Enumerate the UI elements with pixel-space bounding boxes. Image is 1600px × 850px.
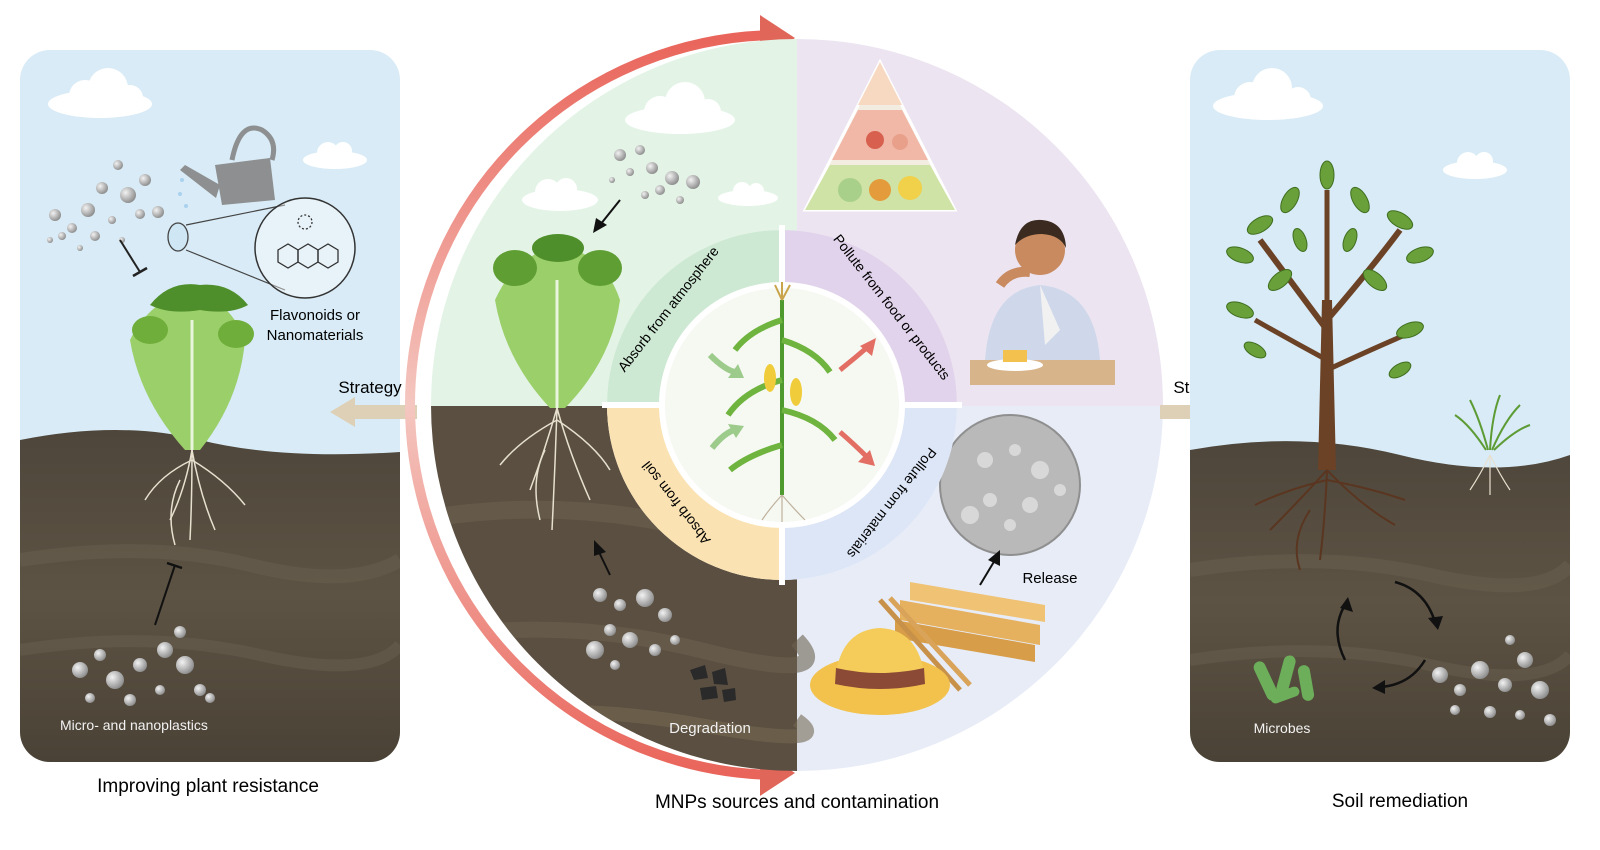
- soil-particles: [586, 588, 680, 670]
- right-panel: Microbes: [1190, 50, 1570, 762]
- airborne-particles: [609, 145, 700, 204]
- wood-planks-icon: [878, 582, 1045, 692]
- soil-particles: [1432, 635, 1556, 726]
- arrow-icon: [599, 199, 621, 226]
- roots-icon: [1254, 469, 1406, 571]
- left-panel: Flavonoids or Nanomaterials Micro- and n…: [20, 50, 400, 762]
- cloud-icon: [718, 182, 778, 206]
- soil-particles: [72, 626, 215, 706]
- grass-icon: [1454, 394, 1531, 451]
- food-pyramid-icon: [802, 58, 958, 212]
- lettuce-icon: [130, 284, 254, 450]
- cycle-arc: [405, 30, 781, 780]
- right-soil: [1190, 441, 1570, 762]
- cloud-icon: [48, 68, 152, 118]
- right-caption: Soil remediation: [1332, 791, 1468, 812]
- cloud-icon: [1443, 152, 1507, 179]
- degradation-fragments-icon: [690, 665, 736, 702]
- roots-icon: [1469, 454, 1511, 495]
- flavonoid-structure-icon: [277, 214, 339, 269]
- roots-icon: [499, 407, 611, 531]
- airborne-particles: [47, 160, 164, 251]
- straw-hat-icon: [810, 628, 950, 715]
- watering-can-icon: [178, 125, 277, 208]
- center-caption: MNPs sources and contamination: [655, 792, 939, 813]
- lettuce-icon: [493, 234, 622, 408]
- microbes-icon: [1253, 655, 1315, 704]
- particles-label: Micro- and nanoplastics: [60, 717, 208, 733]
- corn-plant-icon: [725, 282, 838, 522]
- arrow-icon: [979, 559, 996, 586]
- left-strategy-arrow: Strategy: [330, 378, 417, 427]
- cloud-icon: [522, 178, 598, 211]
- left-strategy-label: Strategy: [338, 378, 402, 397]
- arrow-icon: [597, 549, 611, 576]
- droplet-icon: [167, 222, 189, 252]
- center-circle: Degradation Release: [405, 15, 1163, 796]
- degradation-label: Degradation: [669, 720, 751, 737]
- disc-particles: [961, 444, 1066, 531]
- cloud-icon: [303, 142, 367, 169]
- treatment-label-line2: Nanomaterials: [267, 327, 364, 344]
- cloud-icon: [1213, 68, 1323, 120]
- cloud-icon: [625, 82, 735, 134]
- person-eating-icon: [970, 219, 1115, 385]
- tree-icon: [1226, 160, 1434, 470]
- roots-icon: [144, 449, 246, 546]
- treatment-label-line1: Flavonoids or: [270, 307, 360, 324]
- left-caption: Improving plant resistance: [97, 776, 319, 797]
- microbes-label: Microbes: [1254, 720, 1311, 736]
- inhibit-line: [119, 239, 141, 273]
- molecule-zoom: [254, 197, 356, 299]
- left-soil: [20, 430, 400, 762]
- release-label: Release: [1022, 570, 1077, 587]
